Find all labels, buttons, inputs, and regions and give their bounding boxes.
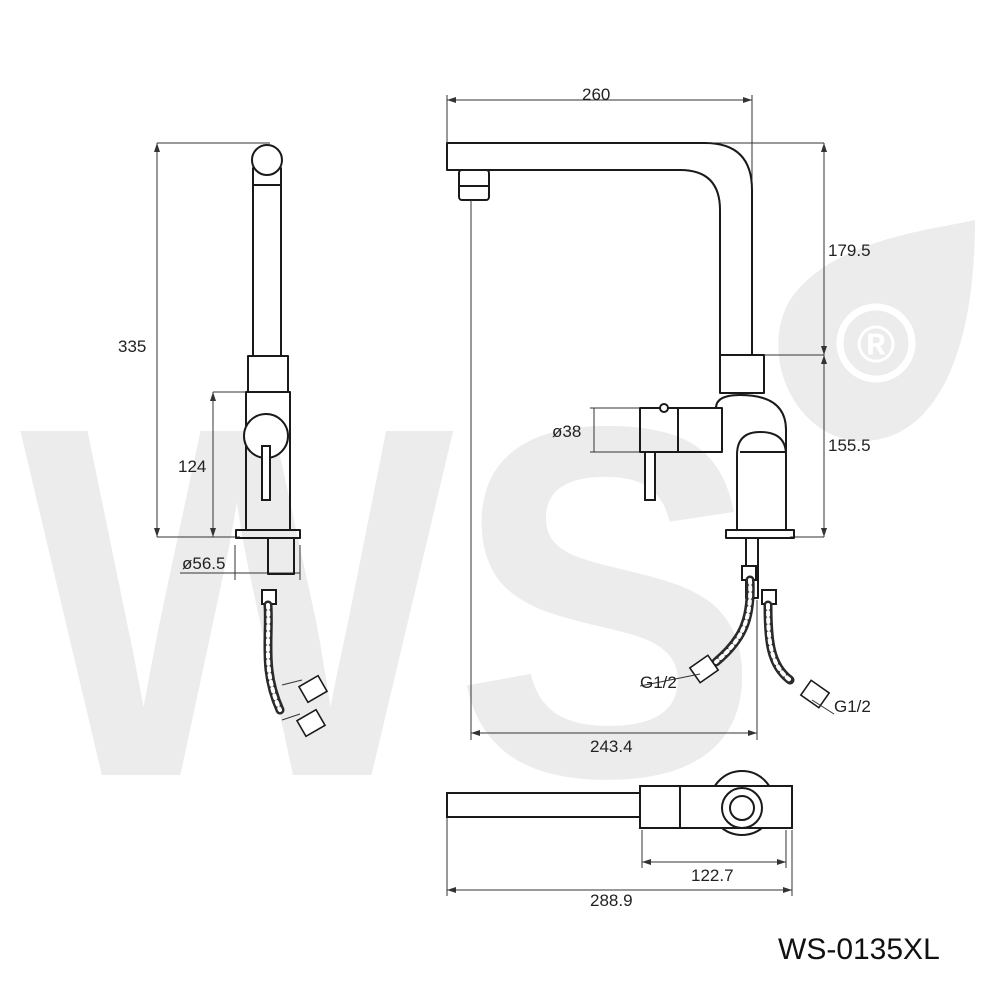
dim-body-diameter: ø38	[552, 422, 581, 441]
side-hose-braid	[265, 603, 282, 712]
dim-height-total: 335	[118, 337, 146, 356]
front-base-plate	[725, 529, 795, 539]
dim-spout-reach: 260	[582, 85, 610, 104]
front-nut-right	[799, 679, 831, 709]
watermark-leaf-icon	[778, 220, 975, 441]
front-handle-screw	[659, 403, 669, 413]
arrow-icon	[783, 887, 792, 893]
arrow-icon	[210, 392, 216, 401]
arrow-icon	[447, 97, 456, 103]
arrow-icon	[743, 97, 752, 103]
front-swivel	[719, 354, 765, 394]
watermark-registered-ring	[836, 303, 916, 383]
front-handle-lever	[644, 451, 656, 501]
model-number: WS-0135XL	[778, 933, 940, 966]
arrow-icon	[447, 887, 456, 893]
top-body	[639, 785, 793, 829]
arrow-icon	[821, 143, 827, 152]
arrow-icon	[821, 346, 827, 355]
front-hose-left-braid	[714, 578, 753, 664]
front-body-top	[715, 394, 787, 453]
top-view: 122.7 288.9	[446, 770, 793, 910]
front-body	[736, 431, 787, 530]
side-shank	[267, 537, 295, 575]
dim-top-inner: 122.7	[691, 866, 734, 885]
front-hose-right-braid	[766, 603, 792, 682]
dim-reach-from-base: 243.4	[590, 737, 633, 756]
side-hose-connectors	[281, 679, 303, 721]
leader-left-connection	[639, 673, 701, 687]
arrow-icon	[210, 528, 216, 537]
front-handle-body	[639, 407, 723, 453]
watermark-brand: WS	[20, 322, 760, 881]
arrow-icon	[642, 859, 651, 865]
arrow-icon	[748, 730, 757, 736]
arrow-icon	[777, 859, 786, 865]
label-connection-left: G1/2	[640, 673, 677, 692]
watermark: WS ®	[20, 220, 975, 881]
watermark-registered-mark: ®	[857, 316, 895, 374]
dim-top-total: 288.9	[590, 891, 633, 910]
arrow-icon	[154, 528, 160, 537]
dim-spout-height: 179.5	[828, 241, 871, 260]
side-hose-nut-2	[295, 708, 327, 738]
dim-base-diameter: ø56.5	[182, 554, 225, 573]
dim-body-to-base: 155.5	[828, 436, 871, 455]
top-swivel-inner	[729, 795, 755, 821]
arrow-icon	[821, 355, 827, 364]
side-hose-nut-1	[297, 674, 329, 704]
arrow-icon	[154, 143, 160, 152]
dim-body-height: 124	[178, 457, 206, 476]
arrow-icon	[821, 528, 827, 537]
side-view: 335 124 ø56.5	[118, 142, 329, 738]
side-spout-head	[251, 144, 283, 176]
label-connection-right: G1/2	[834, 697, 871, 716]
arrow-icon	[471, 730, 480, 736]
side-handle-lever	[261, 445, 271, 501]
front-view: 260 179.5 155.5 ø38	[446, 85, 871, 756]
top-swivel	[721, 787, 763, 829]
leader-right-connection	[811, 699, 835, 715]
